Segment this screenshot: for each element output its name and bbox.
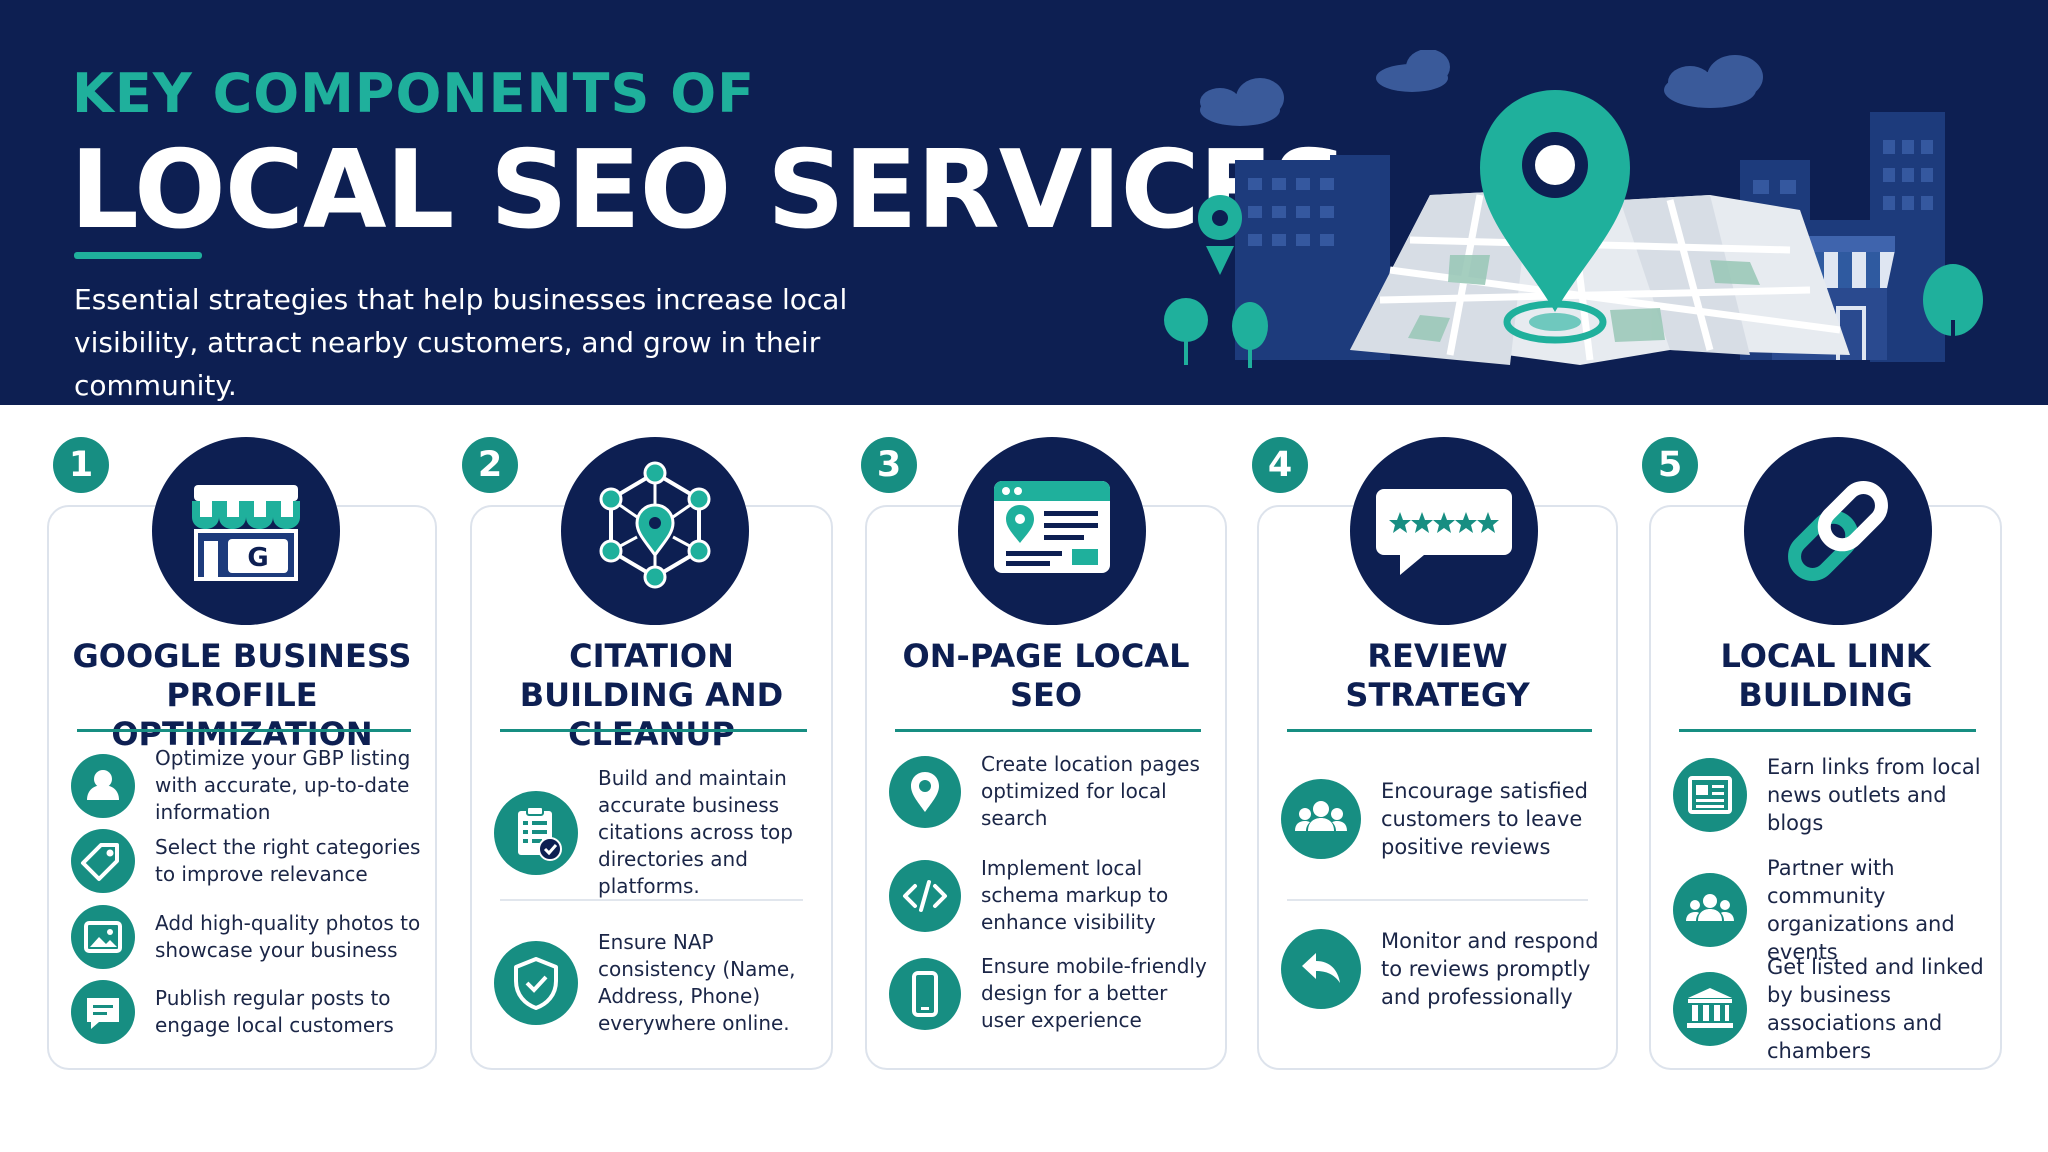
list-item: Create location pages optimized for loca… <box>889 751 1211 832</box>
list-item: Optimize your GBP listing with accurate,… <box>71 745 421 826</box>
review-stars-icon <box>1350 437 1538 625</box>
list-item: Build and maintain accurate business cit… <box>494 765 817 900</box>
list-item: Select the right categories to improve r… <box>71 829 421 893</box>
item-text: Create location pages optimized for loca… <box>981 752 1200 830</box>
card-title: ON-PAGE LOCAL SEO <box>902 637 1190 714</box>
code-icon <box>889 859 961 932</box>
item-text: Select the right categories to improve r… <box>155 835 421 886</box>
cloud-icon <box>1376 50 1450 92</box>
card-title-rule <box>77 729 411 732</box>
card-title: REVIEW STRATEGY <box>1345 637 1530 714</box>
tag-icon <box>71 829 135 893</box>
step-number-badge: 5 <box>1642 437 1698 493</box>
item-text: Build and maintain accurate business cit… <box>598 766 793 898</box>
divider <box>1287 899 1588 901</box>
newspaper-icon <box>1673 758 1747 832</box>
customers-icon <box>1281 779 1361 859</box>
item-text: Earn links from local news outlets and b… <box>1767 755 1981 835</box>
folded-map <box>1350 190 1850 365</box>
network-pin-icon <box>561 437 749 625</box>
list-item: Ensure mobile-friendly design for a bett… <box>889 953 1211 1034</box>
card-title: CITATION BUILDING AND CLEANUP <box>519 637 784 753</box>
chain-link-icon <box>1744 437 1932 625</box>
shield-check-icon <box>494 941 578 1025</box>
list-item: Ensure NAP consistency (Name, Address, P… <box>494 929 817 1037</box>
list-item: Get listed and linked by business associ… <box>1673 953 1986 1065</box>
item-text: Optimize your GBP listing with accurate,… <box>155 746 411 824</box>
cloud-icon <box>1200 78 1284 126</box>
page-title: LOCAL SEO SERVICES <box>70 128 1349 253</box>
component-card-1: GOOGLE BUSINESS PROFILE OPTIMIZATION Opt… <box>47 505 437 1070</box>
list-item: Earn links from local news outlets and b… <box>1673 753 1986 837</box>
webpage-pin-icon <box>958 437 1146 625</box>
card-title-rule <box>1287 729 1592 732</box>
card-title-rule <box>500 729 807 732</box>
list-item: Implement local schema markup to enhance… <box>889 855 1211 936</box>
city-map-illustration <box>1164 50 1983 368</box>
item-text: Ensure NAP consistency (Name, Address, P… <box>598 930 796 1035</box>
list-item: Monitor and respond to reviews promptly … <box>1281 927 1602 1011</box>
step-number-badge: 1 <box>53 437 109 493</box>
image-icon <box>71 905 135 969</box>
tree-icon <box>1232 302 1268 368</box>
item-text: Get listed and linked by business associ… <box>1767 955 1984 1063</box>
svg-text:G: G <box>247 543 268 573</box>
location-pin-icon <box>889 755 961 828</box>
header-kicker: KEY COMPONENTS OF <box>72 62 755 125</box>
list-item: Add high-quality photos to showcase your… <box>71 905 421 969</box>
step-number-badge: 2 <box>462 437 518 493</box>
location-pin-icon <box>1198 195 1242 275</box>
item-text: Add high-quality photos to showcase your… <box>155 911 421 962</box>
message-icon <box>71 980 135 1044</box>
item-text: Monitor and respond to reviews promptly … <box>1381 929 1599 1009</box>
institution-icon <box>1673 972 1747 1046</box>
page-subtitle: Essential strategies that help businesse… <box>74 283 848 402</box>
clipboard-check-icon <box>494 790 578 875</box>
cloud-icon <box>1664 55 1763 108</box>
card-title: GOOGLE BUSINESS PROFILE OPTIMIZATION <box>72 637 412 753</box>
storefront-g-icon: G <box>152 437 340 625</box>
component-card-2: CITATION BUILDING AND CLEANUP Build and … <box>470 505 833 1070</box>
item-text: Ensure mobile-friendly design for a bett… <box>981 954 1207 1032</box>
title-underline <box>74 252 202 259</box>
community-icon <box>1673 873 1747 947</box>
card-title-rule <box>1679 729 1976 732</box>
item-text: Encourage satisfied customers to leave p… <box>1381 779 1589 859</box>
step-number-badge: 3 <box>861 437 917 493</box>
item-text: Implement local schema markup to enhance… <box>981 856 1169 934</box>
user-icon <box>71 753 135 818</box>
divider <box>500 899 803 901</box>
tree-icon <box>1164 298 1208 365</box>
step-number-badge: 4 <box>1252 437 1308 493</box>
header-banner: KEY COMPONENTS OF LOCAL SEO SERVICES Ess… <box>0 0 2048 405</box>
tree-icon <box>1923 264 1983 362</box>
card-title: LOCAL LINK BUILDING <box>1720 637 1931 714</box>
list-item: Publish regular posts to engage local cu… <box>71 980 421 1044</box>
item-text: Partner with community organizations and… <box>1767 856 1955 964</box>
item-text: Publish regular posts to engage local cu… <box>155 986 394 1037</box>
location-pin-icon <box>1480 90 1630 344</box>
card-title-rule <box>895 729 1201 732</box>
reply-icon <box>1281 929 1361 1009</box>
list-item: Encourage satisfied customers to leave p… <box>1281 777 1602 861</box>
mobile-icon <box>889 957 961 1030</box>
list-item: Partner with community organizations and… <box>1673 854 1986 966</box>
